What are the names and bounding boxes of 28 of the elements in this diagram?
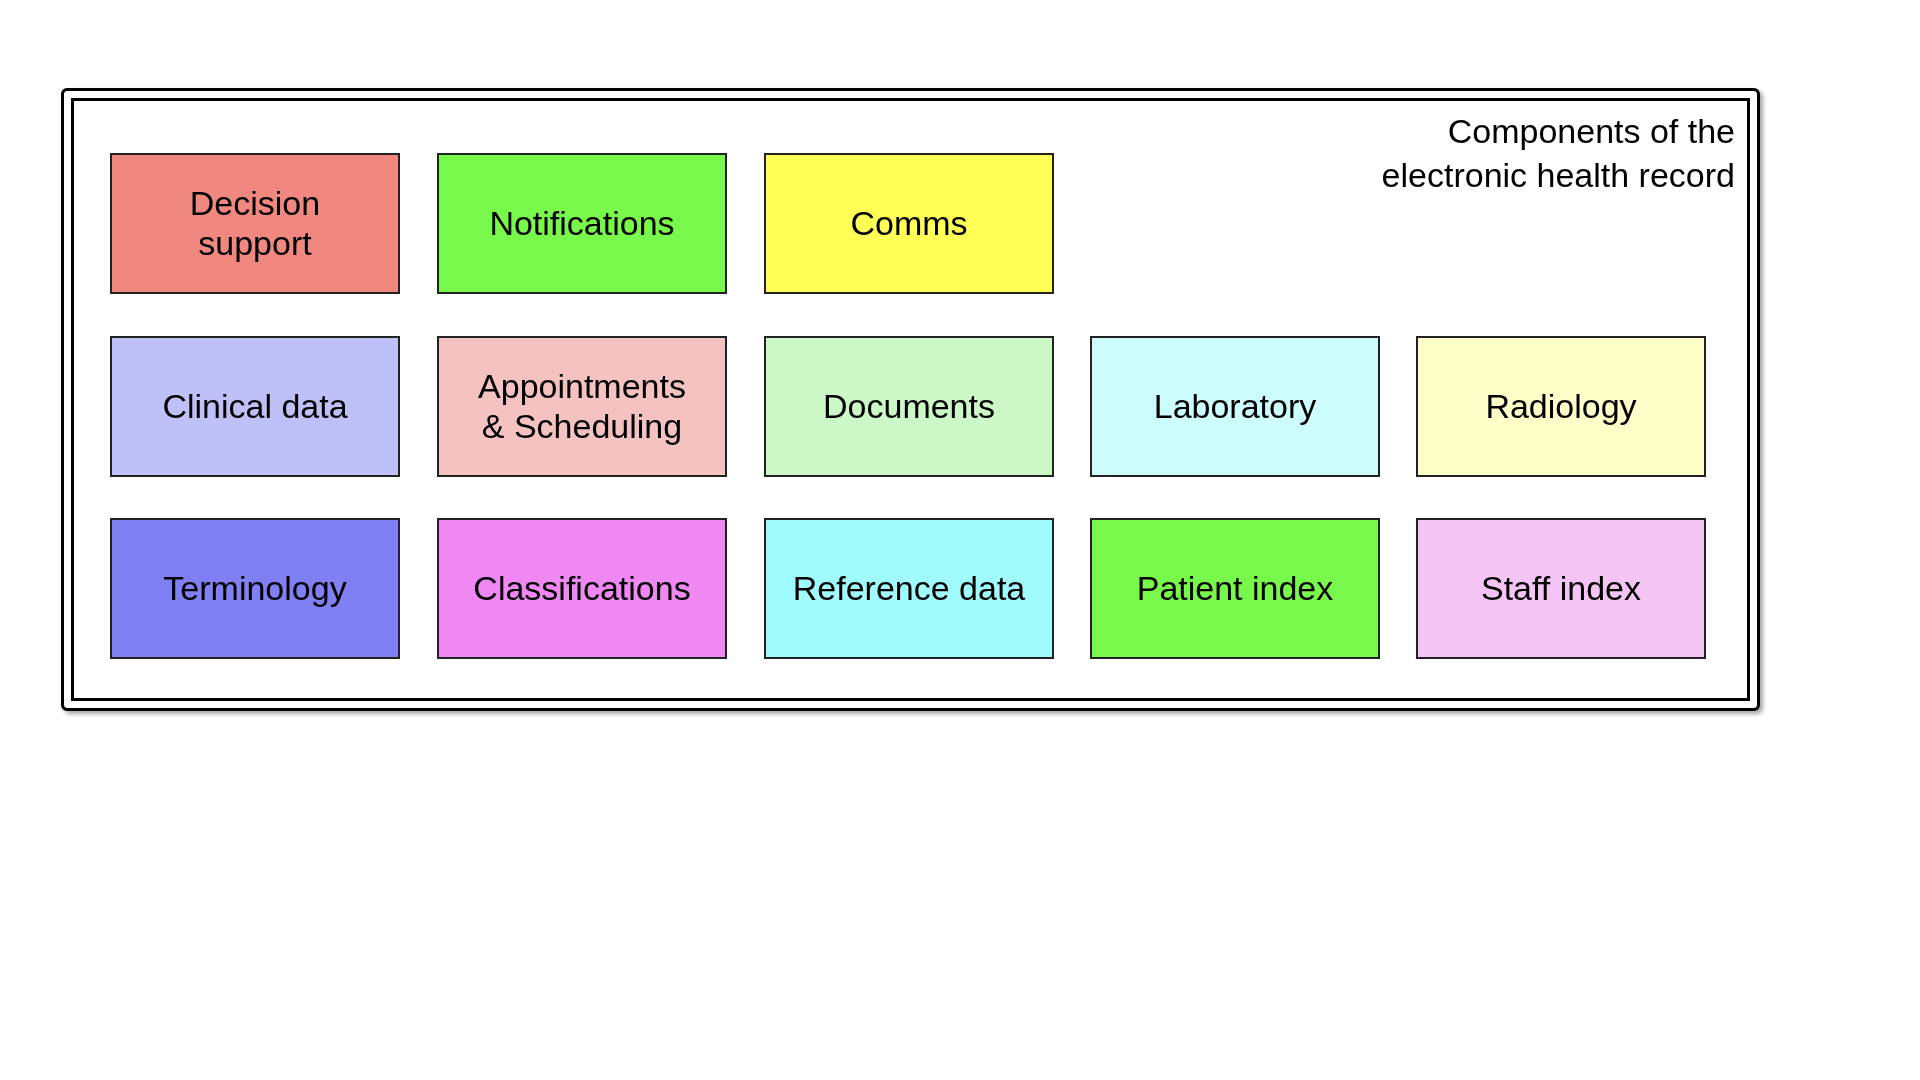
component-box: [110, 153, 400, 294]
component-box: [110, 518, 400, 659]
component-label: Notifications: [488, 203, 676, 244]
component-label: Reference data: [791, 568, 1027, 609]
component-box: [1090, 518, 1380, 659]
component-box: [764, 153, 1054, 294]
component-label: Patient index: [1135, 568, 1335, 609]
component-label: Classifications: [472, 568, 692, 609]
component-label: Terminology: [162, 568, 348, 609]
component-label: Appointments & Scheduling: [477, 366, 687, 447]
component-box: [1090, 336, 1380, 477]
component-box: [764, 518, 1054, 659]
component-box: [437, 153, 727, 294]
component-label: Staff index: [1479, 568, 1642, 609]
component-box: [1416, 518, 1706, 659]
container-frame: [61, 88, 1760, 711]
frame-heading: Components of the electronic health record: [1380, 111, 1735, 197]
component-label: Documents: [822, 386, 996, 427]
component-box: [764, 336, 1054, 477]
component-box: [437, 336, 727, 477]
component-box: [437, 518, 727, 659]
component-label: Decision support: [188, 183, 322, 264]
component-box: [110, 336, 400, 477]
component-label: Clinical data: [161, 386, 349, 427]
component-label: Comms: [849, 203, 969, 244]
component-box: [1416, 336, 1706, 477]
component-label: Radiology: [1484, 386, 1638, 427]
component-label: Laboratory: [1152, 386, 1318, 427]
